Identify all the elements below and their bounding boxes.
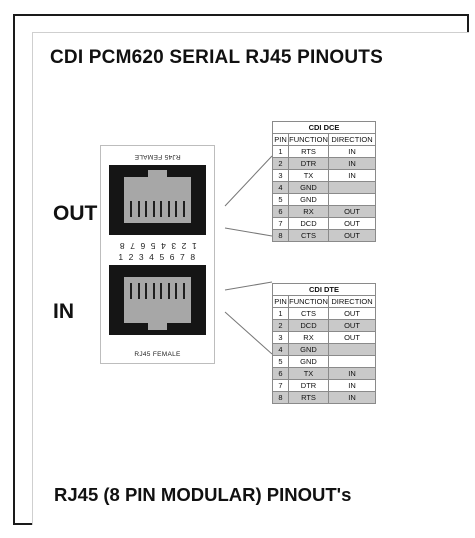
in-port	[109, 265, 206, 335]
direction-cell	[328, 193, 376, 206]
pin-cell: 3	[272, 169, 289, 182]
in-leader-bottom	[224, 311, 273, 355]
function-cell: RX	[288, 331, 329, 344]
out-port-contacts	[130, 201, 185, 217]
dte-header-direction: DIRECTION	[328, 295, 376, 308]
out-port-latch-tab	[148, 170, 167, 177]
pin-cell: 4	[272, 343, 289, 356]
pin-cell: 3	[272, 331, 289, 344]
dce-header-pin: PIN	[272, 133, 289, 146]
dce-header-direction: DIRECTION	[328, 133, 376, 146]
pin-cell: 4	[272, 181, 289, 194]
direction-cell: OUT	[328, 229, 376, 242]
direction-cell: IN	[328, 367, 376, 380]
top-connector-label: RJ45 FEMALE	[134, 153, 181, 160]
dce-table-caption: CDI DCE	[272, 121, 376, 134]
out-leader-bottom	[224, 227, 273, 237]
in-port-contact-area	[124, 277, 191, 330]
dce-header-function: FUNCTION	[288, 133, 329, 146]
rj45-connector: RJ45 FEMALE 1 2 3 4 5 6 7 8 1 2 3 4 5 6 …	[100, 145, 215, 364]
function-cell: TX	[288, 169, 329, 182]
function-cell: DTR	[288, 379, 329, 392]
function-cell: GND	[288, 193, 329, 206]
dte-table-caption: CDI DTE	[272, 283, 376, 296]
in-leader-top	[224, 281, 273, 291]
direction-cell: OUT	[328, 331, 376, 344]
out-pin-numbers: 1 2 3 4 5 6 7 8	[118, 241, 197, 251]
pin-cell: 7	[272, 217, 289, 230]
pin-cell: 6	[272, 367, 289, 380]
pin-cell: 8	[272, 391, 289, 404]
function-cell: GND	[288, 355, 329, 368]
pin-cell: 2	[272, 319, 289, 332]
direction-cell: IN	[328, 157, 376, 170]
pin-cell: 2	[272, 157, 289, 170]
function-cell: RTS	[288, 391, 329, 404]
function-cell: GND	[288, 181, 329, 194]
dte-header-pin: PIN	[272, 295, 289, 308]
pin-cell: 8	[272, 229, 289, 242]
diagram-footer: RJ45 (8 PIN MODULAR) PINOUT's	[54, 484, 352, 505]
direction-cell: IN	[328, 391, 376, 404]
pin-cell: 6	[272, 205, 289, 218]
in-port-latch-tab	[148, 323, 167, 330]
function-cell: DCD	[288, 217, 329, 230]
function-cell: DTR	[288, 157, 329, 170]
direction-cell: OUT	[328, 205, 376, 218]
direction-cell: IN	[328, 145, 376, 158]
direction-cell: OUT	[328, 307, 376, 320]
pin-cell: 1	[272, 145, 289, 158]
direction-cell: OUT	[328, 319, 376, 332]
out-label: OUT	[53, 202, 98, 225]
function-cell: TX	[288, 367, 329, 380]
direction-cell	[328, 355, 376, 368]
function-cell: GND	[288, 343, 329, 356]
direction-cell	[328, 181, 376, 194]
function-cell: DCD	[288, 319, 329, 332]
out-port	[109, 165, 206, 235]
dte-header-function: FUNCTION	[288, 295, 329, 308]
pin-cell: 1	[272, 307, 289, 320]
in-label: IN	[53, 300, 74, 323]
pin-cell: 7	[272, 379, 289, 392]
out-port-contact-area	[124, 170, 191, 223]
function-cell: RX	[288, 205, 329, 218]
function-cell: CTS	[288, 229, 329, 242]
function-cell: CTS	[288, 307, 329, 320]
in-pin-numbers: 1 2 3 4 5 6 7 8	[118, 252, 197, 262]
direction-cell: IN	[328, 169, 376, 182]
direction-cell	[328, 343, 376, 356]
diagram-title: CDI PCM620 SERIAL RJ45 PINOUTS	[50, 47, 383, 68]
out-leader-top	[224, 155, 273, 207]
pin-cell: 5	[272, 193, 289, 206]
direction-cell: IN	[328, 379, 376, 392]
in-port-contacts	[130, 283, 185, 299]
bottom-connector-label: RJ45 FEMALE	[134, 351, 181, 358]
pin-cell: 5	[272, 355, 289, 368]
function-cell: RTS	[288, 145, 329, 158]
direction-cell: OUT	[328, 217, 376, 230]
